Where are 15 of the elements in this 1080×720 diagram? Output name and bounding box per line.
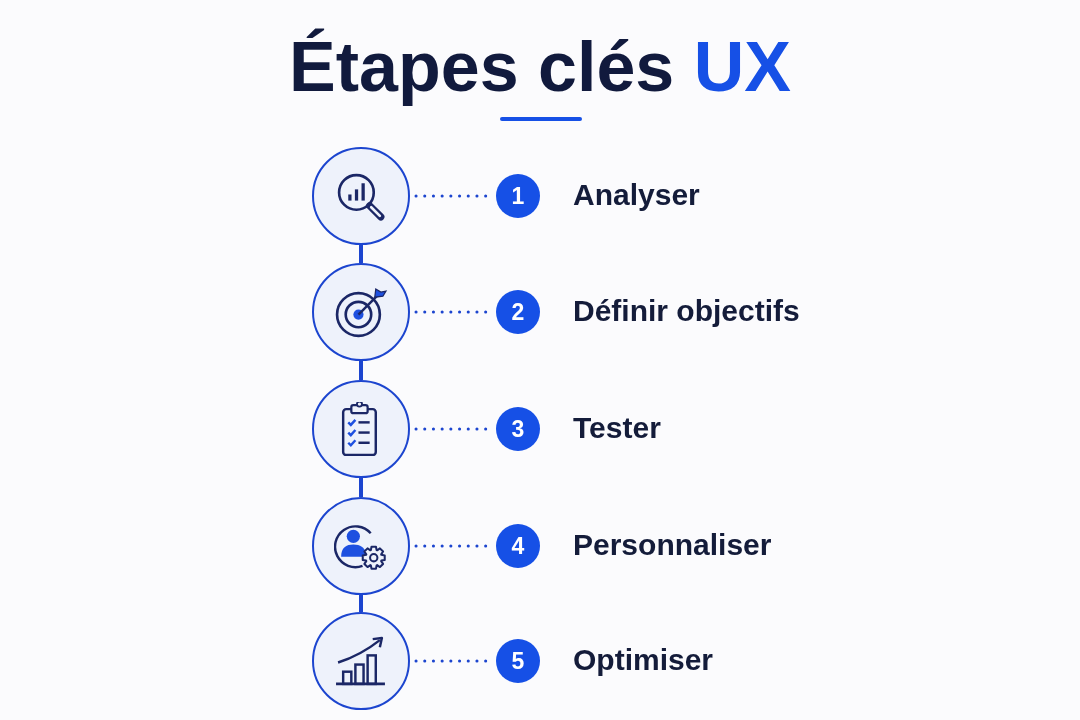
number-badge: 2 bbox=[496, 290, 540, 334]
connector-line bbox=[359, 595, 363, 612]
connector-line bbox=[359, 478, 363, 497]
number-badge: 5 bbox=[496, 639, 540, 683]
title: Étapes clés UX bbox=[289, 27, 791, 107]
step-label: Analyser bbox=[573, 177, 700, 213]
step-label: Personnaliser bbox=[573, 527, 772, 563]
connector-line bbox=[359, 361, 363, 380]
step-label: Tester bbox=[573, 410, 661, 446]
number-badge: 4 bbox=[496, 524, 540, 568]
connector-line bbox=[359, 245, 363, 263]
step-label: Optimiser bbox=[573, 642, 714, 678]
number-badge: 3 bbox=[496, 407, 540, 451]
step-label: Définir objectifs bbox=[573, 293, 800, 329]
number-badge: 1 bbox=[496, 174, 540, 218]
